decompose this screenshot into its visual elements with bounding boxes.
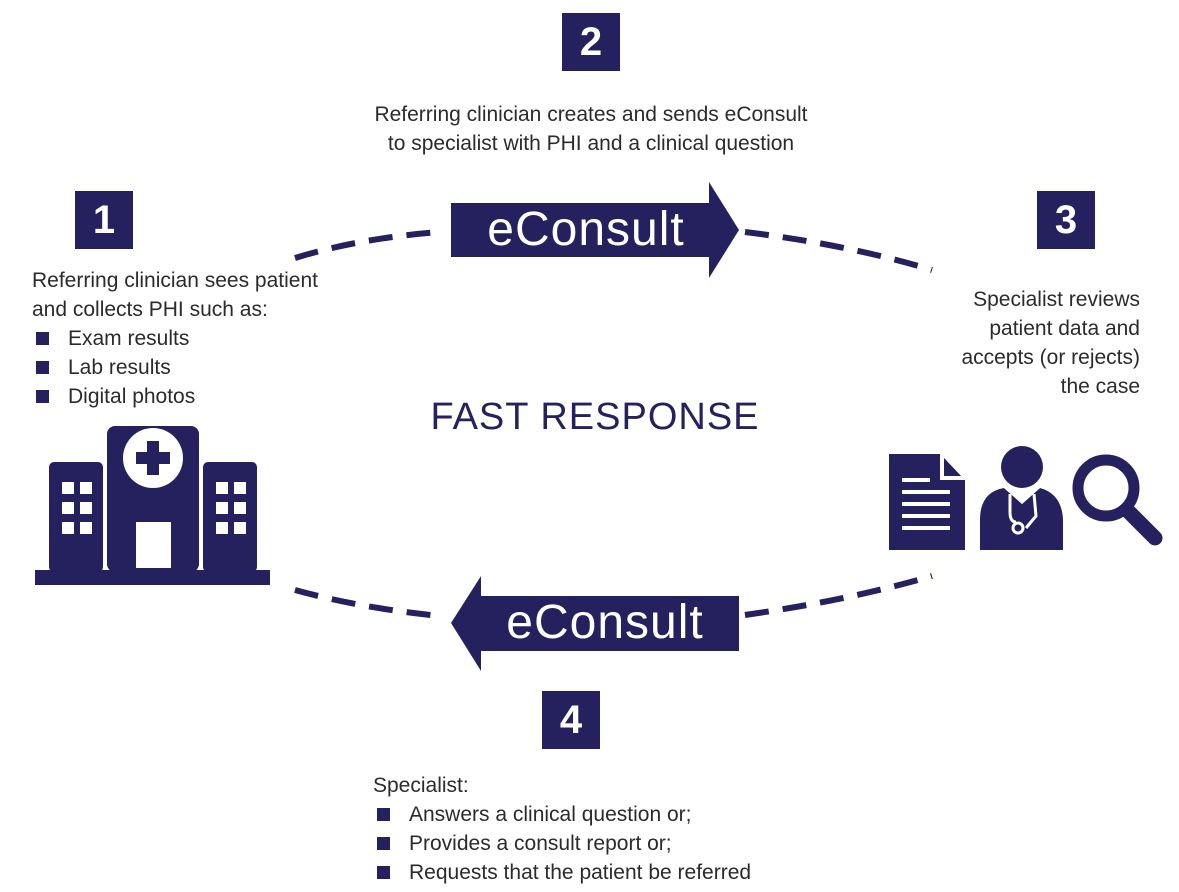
step-4-bullet: Requests that the patient be referred <box>373 858 843 887</box>
step-3-line: Specialist reviews <box>973 288 1140 311</box>
dashed-connector-bottom-right <box>744 573 933 618</box>
step-1-bullet: Digital photos <box>32 382 372 411</box>
step-2-number: 2 <box>562 13 620 71</box>
fast-response-label: FAST RESPONSE <box>430 396 760 438</box>
dashed-connector-bottom-left <box>294 587 441 619</box>
step-4-list: Answers a clinical question or; Provides… <box>373 800 843 887</box>
step-3-text: Specialist reviews patient data and acce… <box>880 285 1140 401</box>
dashed-connector-top-left <box>294 229 441 261</box>
step-1-bullet: Exam results <box>32 324 372 353</box>
hospital-icon <box>35 426 270 585</box>
step-4-text: Specialist: Answers a clinical question … <box>373 771 843 887</box>
econsult-top-label: eConsult <box>487 203 685 256</box>
step-2-text: Referring clinician creates and sends eC… <box>300 100 882 158</box>
step-3-number: 3 <box>1037 191 1095 249</box>
step-4-bullet: Answers a clinical question or; <box>373 800 843 829</box>
step-3-line: the case <box>1060 375 1140 398</box>
step-3-line: accepts (or rejects) <box>961 346 1140 369</box>
econsult-arrow-left <box>451 576 739 671</box>
dashed-connector-top-right <box>744 229 933 273</box>
step-1-number: 1 <box>75 191 133 249</box>
step-4-number: 4 <box>542 691 600 749</box>
magnifier-icon <box>1072 454 1163 546</box>
econsult-arrow-right <box>451 182 739 278</box>
econsult-bottom-label: eConsult <box>506 596 704 649</box>
step-2-line: Referring clinician creates and sends eC… <box>374 103 808 126</box>
step-4-bullet: Provides a consult report or; <box>373 829 843 858</box>
step-4-line: Specialist: <box>373 774 469 797</box>
step-1-list: Exam results Lab results Digital photos <box>32 324 372 411</box>
step-1-line: and collects PHI such as: <box>32 298 268 321</box>
doctor-icon <box>980 446 1063 550</box>
step-1-bullet: Lab results <box>32 353 372 382</box>
step-1-line: Referring clinician sees patient <box>32 269 318 292</box>
step-1-text: Referring clinician sees patient and col… <box>32 266 372 411</box>
document-icon <box>889 454 965 550</box>
step-2-line: to specialist with PHI and a clinical qu… <box>387 132 795 155</box>
step-3-line: patient data and <box>989 317 1140 340</box>
